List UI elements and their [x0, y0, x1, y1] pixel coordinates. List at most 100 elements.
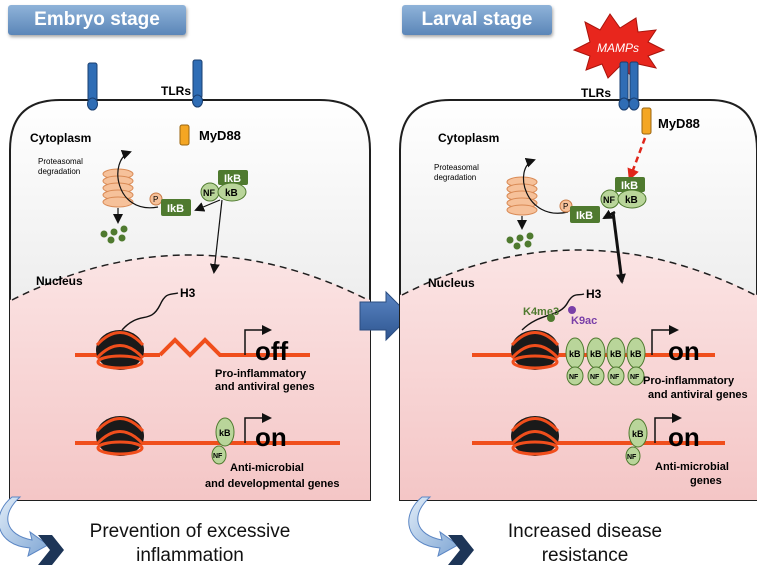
embryo-outcome: Prevention of excessive inflammation [70, 520, 310, 568]
myd88-label-embryo: MyD88 [199, 128, 241, 143]
gene2-label-embryo-2: and developmental genes [205, 478, 339, 490]
kb-bound-embryo [215, 417, 235, 447]
phospho-label-larval: P [563, 202, 568, 211]
kb-label-larval: kB [625, 195, 638, 206]
ikb-free-label-embryo: IkB [167, 203, 184, 215]
complex-to-nucleus-arrow-larval [611, 211, 626, 284]
gene2-state-embryo: on [255, 422, 287, 452]
transcription-arrow-icon [654, 413, 682, 443]
degradation-arrow-embryo [117, 150, 159, 209]
degraded-fragments-embryo [100, 225, 128, 244]
myd88-label-larval: MyD88 [658, 116, 700, 131]
nf-cluster-label-1: NF [569, 374, 579, 381]
cytoplasm-label-larval: Cytoplasm [438, 131, 499, 145]
nuclear-membrane-embryo [11, 254, 369, 301]
histone-tail-larval [521, 293, 585, 331]
gene2-state-larval: on [668, 422, 700, 452]
gene1-label-larval-1: Pro-inflammatory [643, 375, 735, 387]
nuclear-membrane-larval [401, 249, 756, 296]
chevron-icon [448, 535, 474, 565]
embryo-outcome-line1: Prevention of excessive [89, 521, 291, 542]
kb-bound-label-embryo: kB [219, 428, 231, 438]
gene2-label-embryo-1: Anti-microbial [230, 462, 304, 474]
nf-cluster-label-2: NF [590, 374, 600, 381]
kb-subunit-larval [617, 189, 647, 209]
complex-down-arrow-embryo [209, 199, 223, 274]
chevron-icon [38, 535, 64, 565]
embryo-outcome-line2: inflammation [136, 545, 244, 566]
kb-cluster-label-3: kB [610, 349, 622, 359]
histone-label-larval: H3 [586, 287, 602, 301]
mamps-label: MAMPs [597, 41, 639, 55]
nf-label-larval: NF [603, 195, 615, 205]
degraded-fragments-larval [506, 232, 534, 250]
larval-panel: MAMPs TLRs MyD88 Cytoplasm Proteasomal d… [399, 13, 757, 565]
stage-transition-arrow [359, 290, 411, 342]
gene1-label-embryo-2: and antiviral genes [215, 381, 315, 393]
nf-cluster-label-4: NF [630, 374, 640, 381]
k4me3-mark [547, 314, 555, 322]
larval-outcome-line2: resistance [541, 545, 629, 566]
degradation-label-embryo-2: degradation [38, 167, 80, 176]
proteasome-icon [506, 176, 538, 216]
curved-arrow-icon [0, 496, 49, 557]
nf-cluster-label-3: NF [610, 374, 620, 381]
kb-bound-larval [628, 418, 648, 448]
kb-cluster-label-4: kB [630, 349, 642, 359]
kb-cluster-label-2: kB [590, 349, 602, 359]
k9ac-mark [568, 306, 576, 314]
nfkb-cluster-larval [565, 337, 646, 386]
tlr-label-embryo: TLRs [161, 84, 191, 98]
nf-bound-embryo [211, 445, 227, 465]
larval-outcome: Increased disease resistance [470, 520, 700, 568]
ikb-complex-label-larval: IkB [621, 180, 638, 192]
histone-label-embryo: H3 [180, 286, 196, 300]
transcription-arrow-icon [244, 325, 272, 355]
receptor-icon [87, 59, 203, 111]
nucleus-label-larval: Nucleus [428, 276, 475, 290]
gene1-state-embryo: off [255, 336, 289, 366]
larval-outcome-line1: Increased disease [507, 521, 663, 542]
kb-subunit-embryo [217, 182, 247, 202]
complex-to-nucleus-arrow-embryo [194, 199, 221, 212]
gene1-label-embryo-1: Pro-inflammatory [215, 368, 307, 380]
cytoplasm-label-embryo: Cytoplasm [30, 131, 91, 145]
nucleosome-icon [510, 330, 560, 370]
ikb-complex-label-embryo: IkB [224, 173, 241, 185]
activation-arrow-larval [627, 137, 647, 181]
nf-bound-label-larval: NF [627, 454, 637, 461]
kb-bound-label-larval: kB [632, 429, 644, 439]
myd88-icon [179, 124, 190, 146]
degradation-arrow-larval [522, 158, 569, 214]
k4me3-label: K4me3 [523, 306, 559, 318]
ikb-free-embryo [161, 199, 191, 216]
kb-label-embryo: kB [225, 188, 238, 199]
gene1-label-larval-2: and antiviral genes [648, 389, 748, 401]
nf-bound-label-embryo: NF [213, 453, 223, 460]
ikb-complex-embryo [218, 170, 248, 185]
k9ac-label: K9ac [571, 315, 597, 327]
ikb-free-larval [570, 206, 600, 223]
tlr-label-larval: TLRs [581, 86, 611, 100]
embryo-panel: TLRs MyD88 Cytoplasm Proteasomal degrada… [0, 59, 371, 565]
degradation-label-embryo-1: Proteasomal [38, 157, 83, 166]
gene2-label-larval-2: genes [690, 475, 722, 487]
nf-bound-larval [625, 446, 641, 466]
transcription-arrow-icon [651, 325, 679, 355]
nucleosome-icon [510, 416, 560, 456]
nucleosome-icon [95, 330, 145, 370]
transcription-arrow-icon [244, 413, 272, 443]
gene1-state-larval: on [668, 336, 700, 366]
curved-arrow-icon [408, 496, 459, 557]
histone-tail-embryo [121, 292, 179, 331]
receptor-icon [618, 61, 640, 111]
larval-stage-title: Larval stage [402, 5, 552, 35]
nucleus-label-embryo: Nucleus [36, 274, 83, 288]
phospho-badge-embryo [149, 192, 163, 206]
ikb-free-label-larval: IkB [576, 210, 593, 222]
phospho-label-embryo: P [153, 195, 158, 204]
degradation-label-larval-2: degradation [434, 173, 476, 182]
embryo-stage-title: Embryo stage [8, 5, 186, 35]
